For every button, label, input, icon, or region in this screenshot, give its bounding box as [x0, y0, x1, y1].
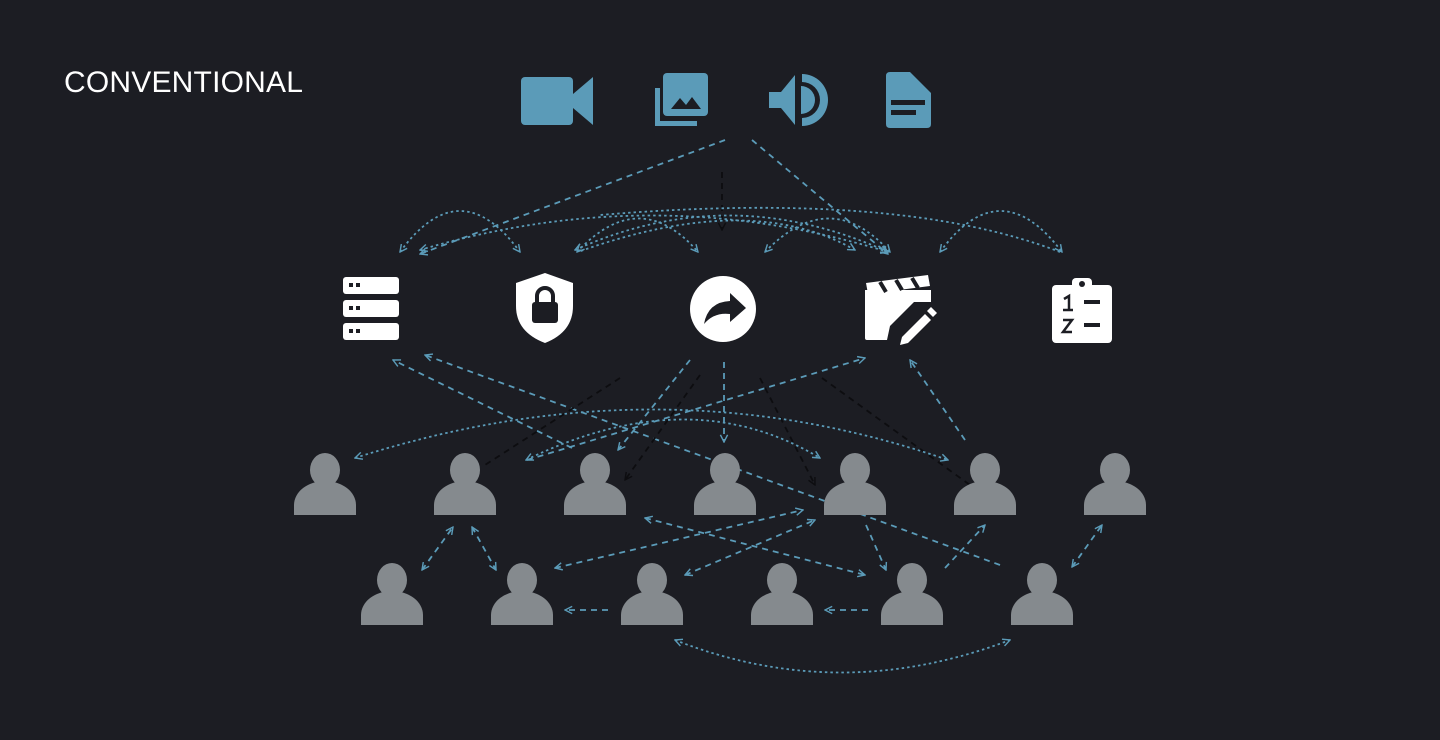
document-icon [886, 72, 931, 128]
person-icon [434, 453, 496, 515]
person-icon [954, 453, 1016, 515]
person-icon [881, 563, 943, 625]
clipboard-list-icon [1052, 278, 1112, 343]
server-icon [343, 277, 399, 340]
shield-lock-icon [516, 273, 573, 343]
images-icon [655, 73, 708, 126]
people-row-1 [294, 453, 1146, 515]
person-icon [694, 453, 756, 515]
share-icon [690, 276, 756, 342]
person-icon [824, 453, 886, 515]
person-icon [621, 563, 683, 625]
person-icon [1011, 563, 1073, 625]
diagram-title: CONVENTIONAL [64, 66, 304, 99]
media-to-services-connectors [400, 139, 1062, 254]
person-icon [1084, 453, 1146, 515]
speaker-icon [769, 74, 828, 126]
services-to-people-connectors [355, 355, 1001, 566]
person-icon [491, 563, 553, 625]
video-icon [521, 77, 593, 125]
person-icon [564, 453, 626, 515]
person-icon [294, 453, 356, 515]
clapperboard-edit-icon [865, 275, 937, 345]
person-icon [361, 563, 423, 625]
person-icon [751, 563, 813, 625]
people-row-2 [361, 563, 1073, 625]
peer-connectors [422, 510, 1102, 674]
